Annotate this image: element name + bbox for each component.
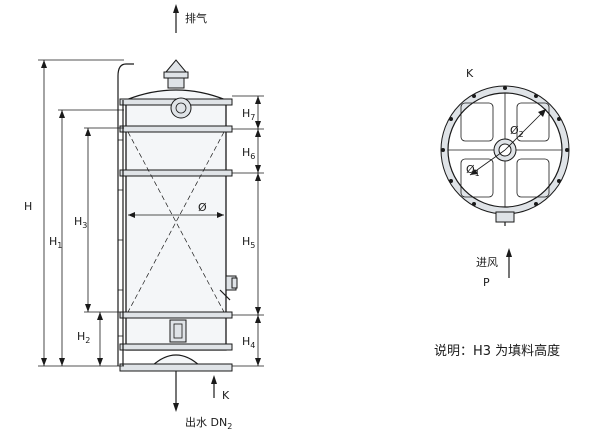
dim-h5-label: H5 <box>242 235 255 250</box>
dim-h3-label: H3 <box>74 215 87 230</box>
side-ladder <box>117 63 134 366</box>
bottom-view-arrow <box>211 375 217 398</box>
elevation-view: 排气 Ø <box>24 4 264 431</box>
packing-section <box>127 131 225 313</box>
exhaust-label: 排气 <box>185 11 207 25</box>
dim-h2-label: H2 <box>77 330 90 345</box>
dim-h-label: H <box>24 200 32 213</box>
water-out-arrow <box>173 378 179 412</box>
air-in-view-letter: P <box>483 276 490 289</box>
flange-bolts <box>441 86 569 206</box>
section-view-letter: K <box>466 67 474 80</box>
drawing-note: 说明：H3 为填料高度 <box>434 343 560 359</box>
bottom-manhole <box>169 319 187 343</box>
bottom-view-letter: K <box>222 389 230 402</box>
diameter-dimension <box>128 212 224 218</box>
air-in-arrow <box>506 248 512 278</box>
dim-h1-label: H1 <box>49 235 62 250</box>
air-in-label: 进风 <box>476 256 498 269</box>
water-out-label: 出水 DN2 <box>185 415 232 431</box>
bottom-outlet <box>119 354 233 378</box>
exhaust-arrow <box>173 4 179 33</box>
top-manway <box>170 97 192 119</box>
dim-h4-label: H4 <box>242 335 255 350</box>
left-dimensions <box>38 59 124 367</box>
section-dia2-label: Ø2 <box>510 124 524 139</box>
section-dia1-label: Ø1 <box>466 163 480 178</box>
right-dimensions <box>232 95 264 367</box>
dim-h7-label: H7 <box>242 107 255 122</box>
dim-h6-label: H6 <box>242 146 255 161</box>
top-vent-cap <box>163 59 189 89</box>
section-view: K <box>440 67 570 289</box>
section-inlet-tab <box>495 211 515 226</box>
section-diameter-leaders <box>469 108 547 176</box>
tower-shell <box>125 99 227 351</box>
diameter-label: Ø <box>198 201 207 214</box>
air-inlet-nozzle <box>219 275 238 301</box>
